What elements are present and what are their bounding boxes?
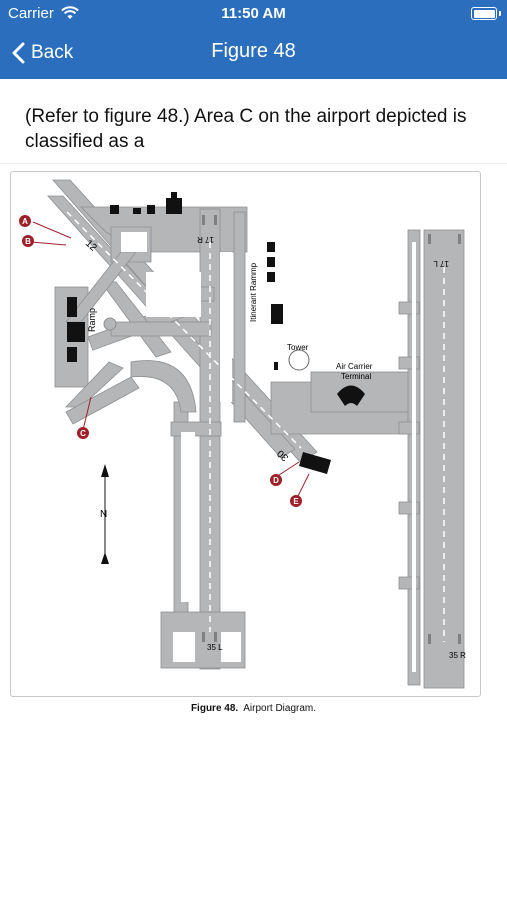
terminal-label-2: Terminal [341, 372, 371, 381]
clock: 11:50 AM [221, 5, 286, 22]
divider [0, 163, 507, 164]
figure-image[interactable]: Ramp Itinerant Rammp Tower Air Carrier T… [10, 171, 481, 697]
tower-symbol [288, 349, 310, 371]
marker-a: A [19, 215, 31, 227]
svg-text:B: B [25, 237, 31, 246]
centerlines [66, 211, 445, 642]
runway-17l-label: 17 L [433, 259, 449, 268]
wifi-icon [61, 6, 79, 19]
infield [121, 232, 416, 672]
back-button[interactable]: Back [12, 36, 73, 70]
chevron-left-icon [12, 42, 25, 64]
ramp-label: Ramp [87, 308, 97, 332]
tower-label: Tower [287, 343, 309, 352]
terminal-label-1: Air Carrier [336, 362, 373, 371]
marker-c: C [77, 427, 89, 439]
page-title: Figure 48 [211, 40, 296, 62]
svg-text:C: C [80, 429, 86, 438]
itinerant-ramp-label: Itinerant Rammp [249, 262, 258, 322]
figure-caption: Figure 48. Airport Diagram. [0, 703, 507, 714]
question-text: (Refer to figure 48.) Area C on the airp… [25, 106, 467, 152]
caption-label: Figure 48. [190, 703, 239, 714]
back-label: Back [31, 42, 74, 63]
runway-17r-label: 17 R [197, 235, 214, 244]
threshold-marks [202, 215, 461, 644]
pavement [47, 179, 465, 689]
caption-text: Airport Diagram. [243, 703, 317, 714]
marker-e: E [290, 495, 302, 507]
status-bar: Carrier 11:50 AM [0, 0, 507, 28]
buildings [67, 192, 365, 474]
marker-b: B [22, 235, 34, 247]
runway-35l-label: 35 L [207, 643, 223, 652]
battery-icon [471, 7, 501, 20]
svg-text:E: E [293, 497, 299, 506]
ramp-circle [103, 317, 117, 331]
svg-text:A: A [22, 217, 28, 226]
area-markers: A B C D E [19, 215, 310, 507]
nav-header: Carrier 11:50 AM Back Figure 48 [0, 0, 507, 79]
airport-diagram: Ramp Itinerant Rammp Tower Air Carrier T… [19, 179, 466, 689]
svg-text:N: N [100, 509, 107, 520]
runway-35r-label: 35 R [449, 651, 466, 660]
north-arrow: N [100, 464, 109, 564]
marker-d: D [270, 474, 282, 486]
svg-text:D: D [273, 476, 279, 485]
carrier-label: Carrier [8, 5, 54, 22]
